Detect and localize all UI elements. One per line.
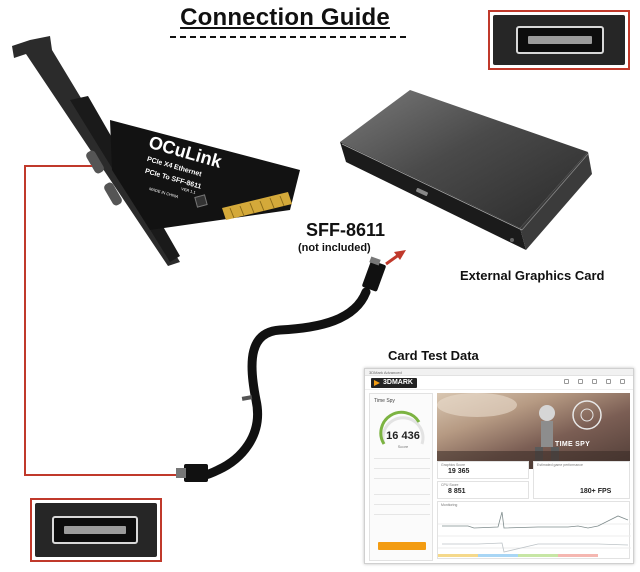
benchmark-hero-image: TIME SPY (437, 393, 630, 469)
graphics-score-value: 19 365 (448, 468, 470, 475)
test-data-label: Card Test Data (388, 348, 479, 363)
score-panel: Time Spy 16 436 Score (369, 393, 433, 561)
compare-results-button[interactable] (378, 542, 426, 550)
graphics-score-card: Graphics Score 19 365 (437, 461, 529, 479)
page-title: Connection Guide (180, 4, 390, 31)
overall-score-label: Score (397, 444, 409, 449)
stress-test-icon[interactable] (592, 379, 597, 384)
game-performance-card: Estimated game performance 180+ FPS (533, 461, 630, 499)
dmark-nav: 3DMARK (365, 376, 633, 390)
cable-connector-top (362, 260, 386, 292)
dock-top-surface (340, 90, 588, 228)
connection-line-vertical (24, 165, 26, 475)
connection-line-top (24, 165, 92, 167)
sff-8611-port-icon (516, 26, 604, 54)
dock-front-face (340, 142, 526, 250)
hero-artwork (437, 393, 630, 469)
benchmark-name: Time Spy (374, 398, 395, 404)
direction-arrow-head (394, 250, 406, 260)
egpu-label: External Graphics Card (460, 268, 605, 283)
port-tongue (528, 36, 592, 44)
bracket-port-hole (86, 150, 104, 174)
monitoring-label: Monitoring (441, 503, 458, 507)
egpu-dock-illustration (340, 90, 592, 250)
dock-led-icon (510, 238, 514, 242)
pcie-card-illustration (12, 36, 300, 266)
cpu-score-label: CPU Score (441, 483, 459, 487)
overall-score: 16 436 (386, 430, 420, 442)
fps-value: 180+ FPS (580, 488, 612, 495)
cable-body (187, 287, 371, 482)
benchmarks-icon[interactable] (578, 379, 583, 384)
monitoring-graph: Monitoring (437, 501, 631, 559)
sff-8611-port-icon (52, 516, 138, 544)
window-titlebar: 3DMark Advanced (365, 369, 633, 376)
settings-icon[interactable] (620, 379, 625, 384)
monitoring-lines (438, 511, 631, 557)
cable-label: SFF-8611 (306, 220, 386, 240)
dmark-logo: 3DMARK (371, 378, 417, 388)
port-tongue (64, 526, 126, 534)
nav-icons (564, 379, 625, 384)
cpu-score-value: 8 851 (448, 488, 466, 495)
cable-note: (not included) (298, 242, 371, 254)
home-icon[interactable] (564, 379, 569, 384)
title-underline (170, 36, 406, 38)
results-icon[interactable] (606, 379, 611, 384)
sff-8611-cable-illustration (176, 250, 406, 482)
dock-port-icon (416, 187, 428, 197)
cpu-score-card: CPU Score 8 851 (437, 481, 529, 499)
score-gauge-icon (379, 410, 425, 445)
gold-fingers (222, 192, 292, 220)
bracket-port-hole (104, 182, 122, 206)
hero-label: TIME SPY (555, 441, 591, 448)
port-closeup-bottom (30, 498, 162, 562)
cable-connector-bottom (184, 464, 208, 482)
graphics-score-label: Graphics Score (441, 463, 466, 467)
connection-line-bottom (24, 474, 184, 476)
port-closeup-top (488, 10, 630, 70)
estimate-label: Estimated game performance (537, 463, 583, 467)
dock-side-face (520, 152, 592, 250)
3dmark-window: 3DMark Advanced 3DMARK Time Spy 16 436 S… (364, 368, 634, 564)
